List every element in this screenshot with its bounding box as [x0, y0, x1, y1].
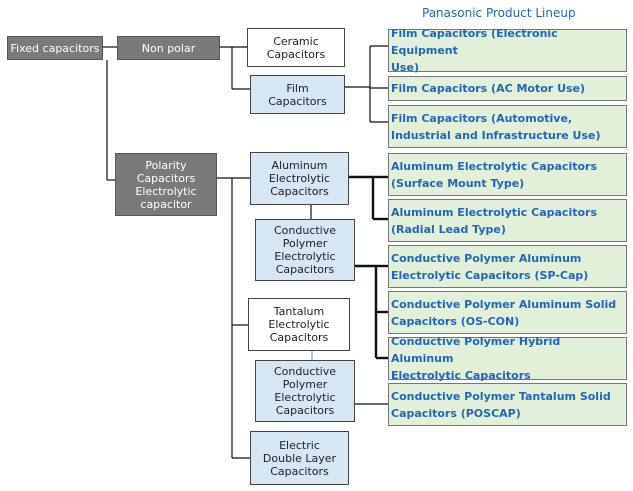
product-aluminum-smd[interactable]: Aluminum Electrolytic Capacitors (Surfac… [388, 153, 627, 196]
tantalum-node: Tantalum Electrolytic Capacitors [248, 298, 350, 351]
product-os-con[interactable]: Conductive Polymer Aluminum Solid Capaci… [388, 291, 627, 334]
cp-tantalum-node: Conductive Polymer Electrolytic Capacito… [255, 360, 355, 422]
product-film-automotive[interactable]: Film Capacitors (Automotive, Industrial … [388, 105, 627, 148]
product-film-ac-motor[interactable]: Film Capacitors (AC Motor Use) [388, 76, 627, 101]
ceramic-node: Ceramic Capacitors [247, 28, 345, 67]
aluminum-node: Aluminum Electrolytic Capacitors [250, 152, 349, 205]
fixed-capacitors-node: Fixed capacitors [7, 36, 103, 60]
product-aluminum-radial[interactable]: Aluminum Electrolytic Capacitors (Radial… [388, 199, 627, 242]
product-poscap[interactable]: Conductive Polymer Tantalum Solid Capaci… [388, 383, 627, 426]
non-polar-node: Non polar [117, 36, 220, 60]
lineup-title: Panasonic Product Lineup [422, 6, 576, 20]
polarity-node: Polarity Capacitors Electrolytic capacit… [115, 153, 217, 216]
edlc-node: Electric Double Layer Capacitors [250, 431, 349, 485]
product-sp-cap[interactable]: Conductive Polymer Aluminum Electrolytic… [388, 245, 627, 288]
film-node: Film Capacitors [250, 75, 345, 114]
product-film-electronic-equipment[interactable]: Film Capacitors (Electronic Equipment Us… [388, 27, 627, 74]
product-hybrid-aluminum[interactable]: Conductive Polymer Hybrid Aluminum Elect… [388, 335, 627, 382]
cp-aluminum-node: Conductive Polymer Electrolytic Capacito… [255, 219, 355, 281]
